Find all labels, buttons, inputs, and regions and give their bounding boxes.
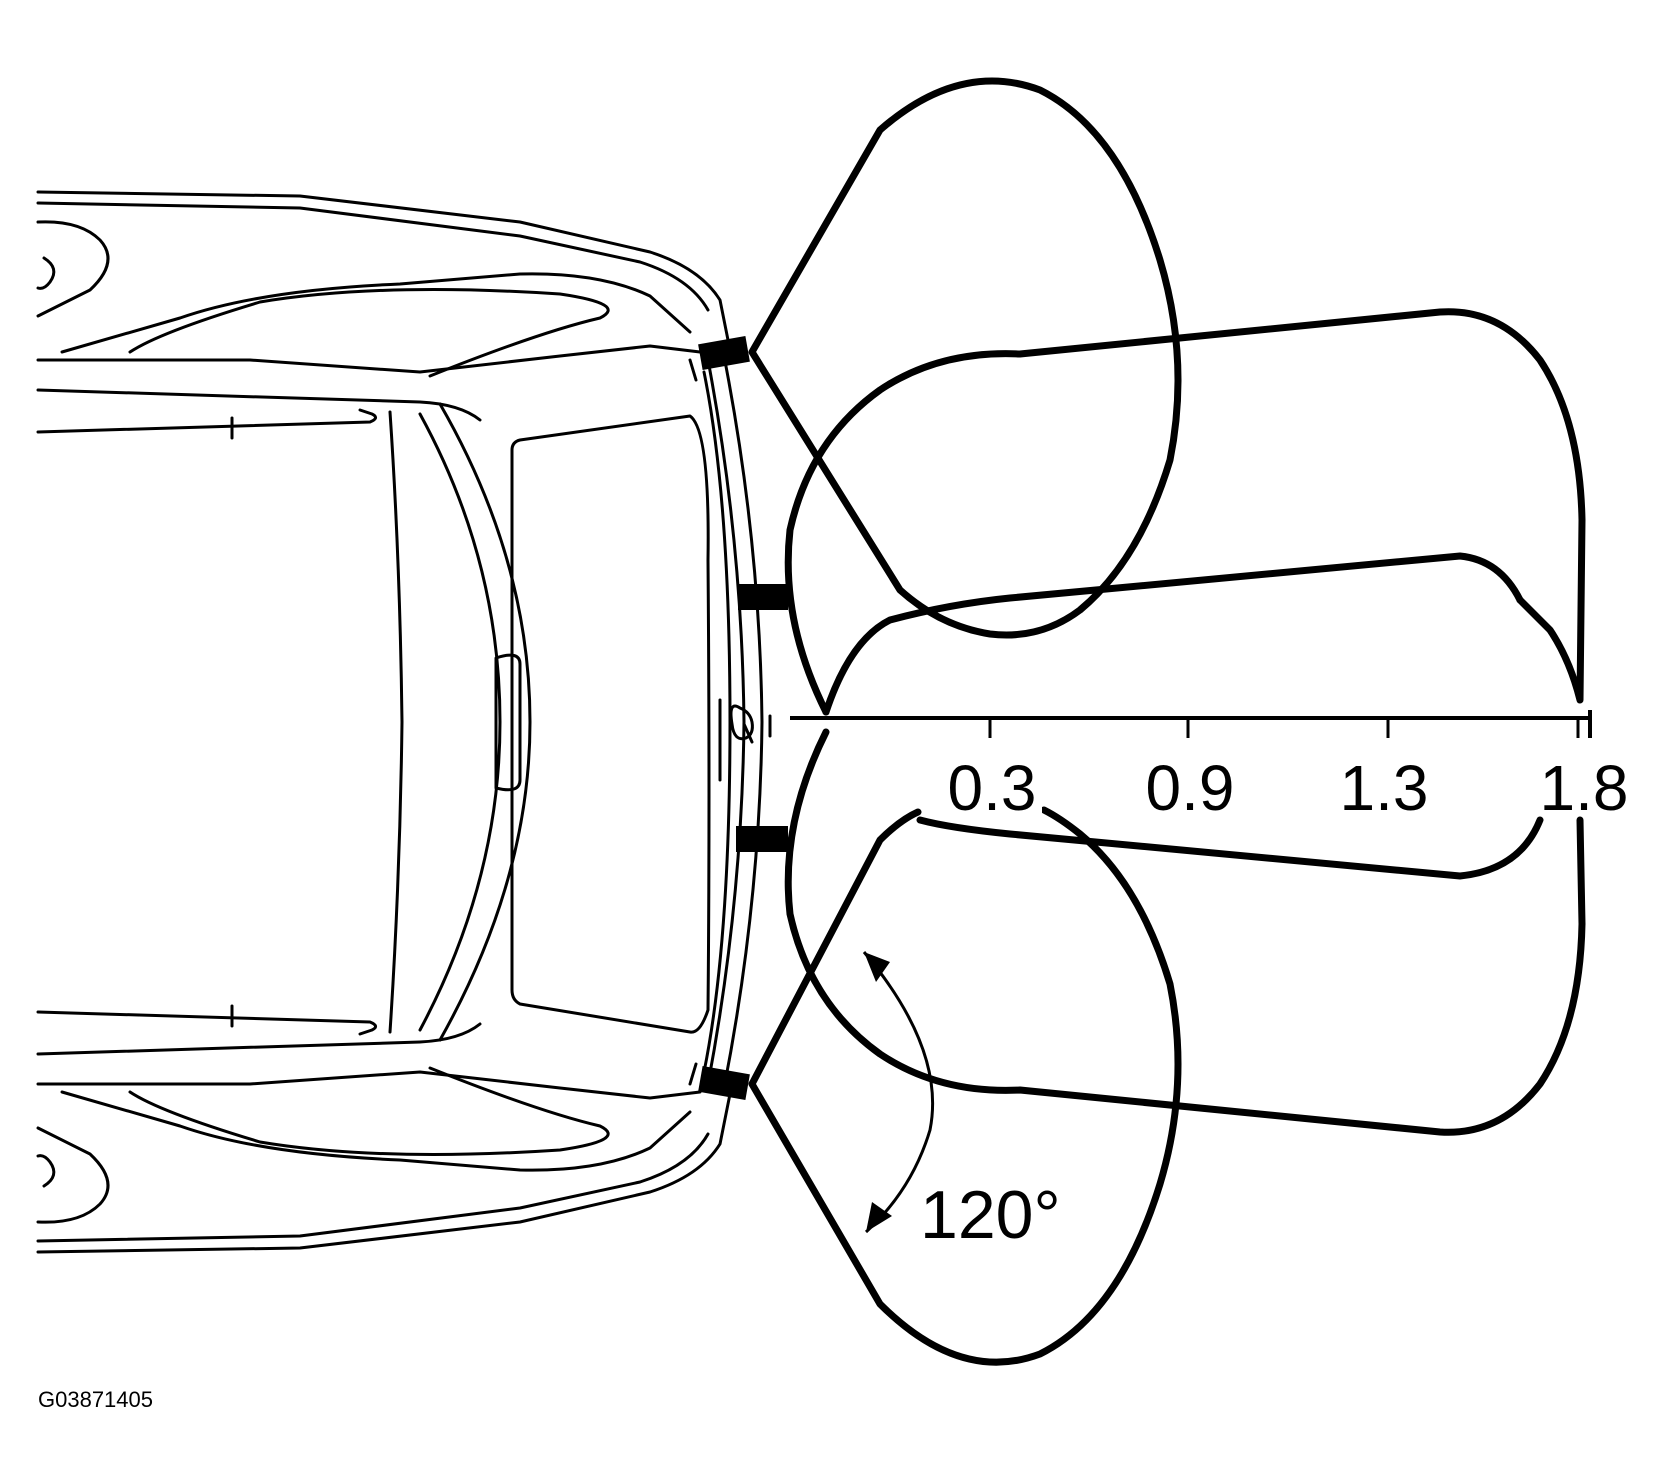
angle-label: 120°	[920, 1177, 1061, 1253]
scale-label-0-9: 0.9	[1146, 752, 1235, 824]
sensor-inner-bottom	[736, 826, 788, 852]
sensor-outer-bottom	[698, 1066, 750, 1100]
detection-zone-outer-bottom	[748, 806, 1182, 1366]
scale-label-1-8: 1.8	[1540, 752, 1629, 824]
scale-label-0-3: 0.3	[948, 752, 1037, 824]
distance-scale: 0.3 0.9 1.3 1.8	[790, 710, 1640, 824]
sensor-inner-top	[738, 584, 788, 610]
figure-id: G03871405	[38, 1387, 153, 1412]
vehicle-outline	[36, 190, 772, 1254]
angle-arc	[862, 951, 935, 1234]
scale-label-1-3: 1.3	[1340, 752, 1429, 824]
sensor-outer-top	[698, 336, 750, 370]
detection-zone-inner-top	[784, 308, 1586, 716]
angle-indicator: 120°	[862, 951, 1061, 1253]
sensor-group	[698, 336, 788, 1100]
angle-arrow-bottom-icon	[866, 1202, 892, 1232]
detection-zone-inner-bottom	[784, 728, 1586, 1136]
detection-zones	[748, 77, 1586, 1366]
detection-zone-outer-top	[748, 77, 1182, 639]
angle-arrow-top-icon	[864, 952, 890, 982]
